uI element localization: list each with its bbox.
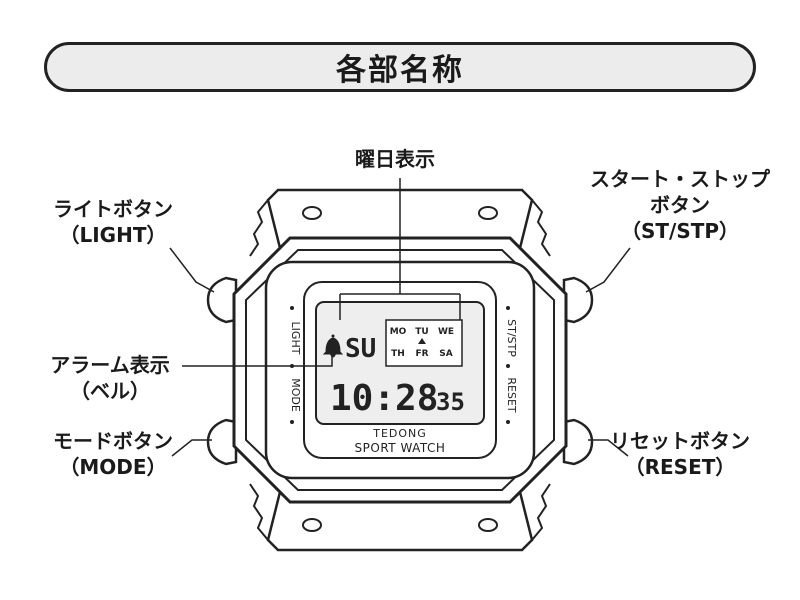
- title-banner: 各部名称: [44, 42, 756, 92]
- callout-mode-line1: モードボタン: [53, 429, 173, 453]
- lcd-time: 10:28: [330, 378, 438, 419]
- screw-top-left: [302, 206, 322, 220]
- callout-alarm-display: アラーム表示 （ベル）: [40, 352, 180, 404]
- screw-bottom-left: [302, 518, 322, 532]
- day-we: WE: [438, 327, 454, 337]
- callout-day-display: 曜日表示: [355, 146, 435, 172]
- bezel-label-light: LIGHT: [289, 322, 302, 355]
- callout-start-stop-line1: スタート・ストップ: [590, 167, 770, 191]
- callout-light-button: ライトボタン （LIGHT）: [38, 196, 188, 248]
- callout-start-stop-line3: （ST/STP）: [620, 219, 740, 243]
- callout-alarm-line2: （ベル）: [70, 379, 150, 403]
- lcd-seconds: 35: [436, 388, 465, 416]
- day-indicator-icon: [418, 338, 426, 344]
- callout-alarm-line1: アラーム表示: [50, 353, 170, 377]
- bezel-label-st-stp: ST/STP: [505, 319, 518, 357]
- screw-top-right: [478, 206, 498, 220]
- day-mo: MO: [390, 327, 407, 337]
- model-label: SPORT WATCH: [355, 441, 446, 455]
- screw-bottom-right: [478, 518, 498, 532]
- bezel-dot: [290, 420, 294, 424]
- callout-reset-line1: リセットボタン: [610, 429, 750, 453]
- bezel-dot: [506, 364, 510, 368]
- light-button[interactable]: [206, 276, 238, 324]
- bezel-dot: [506, 420, 510, 424]
- lug-steps-right-bottom: [531, 483, 551, 541]
- callout-day-display-label: 曜日表示: [355, 147, 435, 171]
- callout-light-line2: （LIGHT）: [59, 223, 167, 247]
- bezel-dot: [290, 306, 294, 310]
- start-stop-button[interactable]: [562, 276, 594, 324]
- page-title: 各部名称: [336, 53, 464, 88]
- callout-reset-button: リセットボタン （RESET）: [598, 428, 762, 480]
- lug-steps-left-bottom: [249, 483, 269, 541]
- callout-reset-line2: （RESET）: [624, 455, 736, 479]
- bezel-label-reset: RESET: [505, 377, 518, 413]
- reset-button[interactable]: [562, 418, 594, 466]
- leader-mode: [171, 439, 212, 457]
- callout-mode-line2: （MODE）: [59, 455, 167, 479]
- day-th: TH: [391, 349, 405, 359]
- brand-label: TEDONG: [372, 427, 427, 440]
- leader-light: [169, 247, 215, 293]
- lug-steps-right: [531, 199, 551, 257]
- lug-steps-left: [249, 199, 269, 257]
- callout-start-stop-line2: ボタン: [650, 193, 710, 217]
- leader-alarm: [182, 356, 333, 367]
- lcd-day-abbrev: SU: [345, 334, 376, 364]
- bell-icon: [331, 334, 335, 338]
- bezel-label-mode: MODE: [289, 378, 302, 412]
- callout-mode-button: モードボタン （MODE）: [38, 428, 188, 480]
- leader-start-stop: [585, 247, 631, 293]
- callout-start-stop-button: スタート・ストップ ボタン （ST/STP）: [582, 166, 778, 244]
- leader-reset: [588, 439, 629, 457]
- bell-icon: [322, 337, 344, 358]
- mode-button[interactable]: [206, 418, 238, 466]
- leader-day-display: [339, 178, 461, 320]
- day-sa: SA: [439, 349, 452, 359]
- day-fr: FR: [415, 349, 428, 359]
- day-tu: TU: [415, 327, 428, 337]
- callout-light-line1: ライトボタン: [53, 197, 173, 221]
- bezel-dot: [506, 306, 510, 310]
